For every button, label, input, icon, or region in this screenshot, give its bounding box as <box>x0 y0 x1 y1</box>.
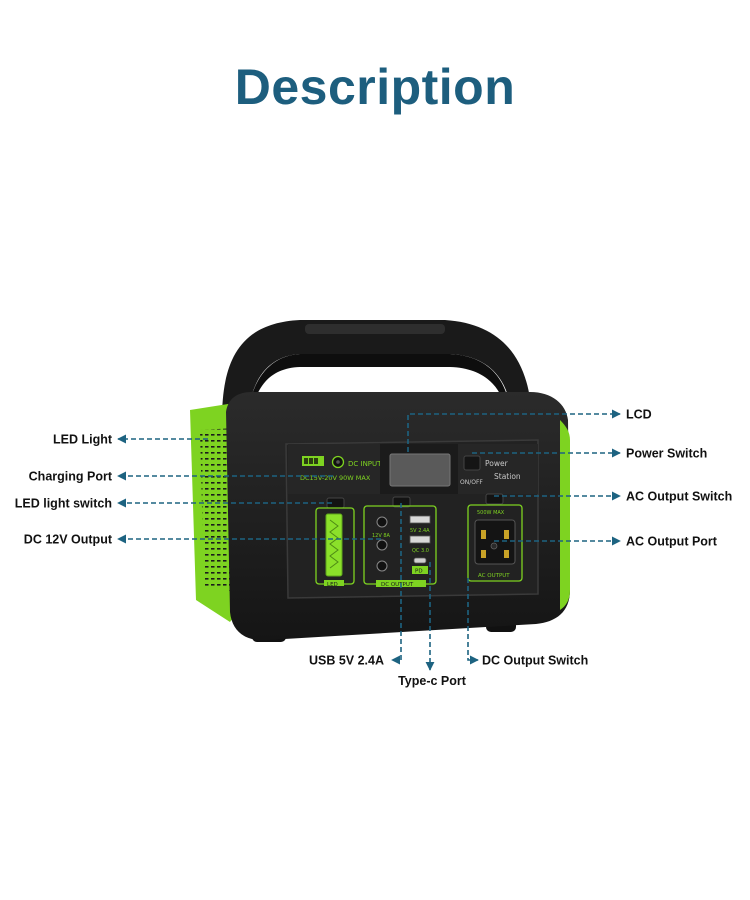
pd-label: PD <box>415 569 423 575</box>
handle-grip <box>305 324 445 334</box>
led-label: LED <box>327 582 338 588</box>
usb-label: 5V 2.4A <box>410 528 430 534</box>
page-title: Description <box>234 59 516 115</box>
power-label: Power <box>485 459 509 468</box>
callout-usb-5v: USB 5V 2.4A <box>309 654 384 668</box>
type-c-port[interactable] <box>413 557 427 564</box>
carry-handle <box>222 320 532 420</box>
ac-max-label: 500W MAX <box>477 510 505 516</box>
onoff-label: ON/OFF <box>460 479 483 486</box>
dc-12v-label: 12V 8A <box>372 533 391 539</box>
callout-lines <box>117 409 621 671</box>
qc-label: QC 3.0 <box>412 548 429 554</box>
station-label: Station <box>494 472 521 481</box>
callout-dc-12v-output: DC 12V Output <box>24 533 113 547</box>
leader-usb-5v <box>391 503 402 665</box>
usb-port-1[interactable] <box>409 515 431 524</box>
led-lamp <box>325 513 343 577</box>
leader-dc-output-switch <box>467 578 479 665</box>
dc-12v-port-3[interactable] <box>376 560 388 572</box>
ac-output-panel <box>467 504 523 582</box>
dc-12v-port-2[interactable] <box>376 539 388 551</box>
lcd-screen <box>389 453 451 487</box>
dc-input-spec: DC15V-20V 90W MAX <box>300 474 371 482</box>
callout-labels: LED Light Charging Port LED light switch… <box>15 408 732 689</box>
callout-type-c-port: Type-c Port <box>398 674 467 688</box>
power-switch-button[interactable] <box>463 455 481 471</box>
callout-lcd: LCD <box>626 408 652 422</box>
callout-dc-output-switch: DC Output Switch <box>482 654 588 668</box>
dc-output-label: DC OUTPUT <box>381 582 414 588</box>
dc-12v-port-1[interactable] <box>376 516 388 528</box>
usb-port-2[interactable] <box>409 535 431 544</box>
callout-charging-port: Charging Port <box>29 470 113 484</box>
right-side-panel <box>560 420 570 610</box>
callout-ac-output-port: AC Output Port <box>626 535 718 549</box>
leader-lcd <box>407 409 621 452</box>
callout-led-light-switch: LED light switch <box>15 497 112 511</box>
callout-ac-output-switch: AC Output Switch <box>626 490 732 504</box>
callout-led-light: LED Light <box>53 433 113 447</box>
ac-output-label: AC OUTPUT <box>478 573 510 579</box>
callout-power-switch: Power Switch <box>626 447 707 461</box>
power-station: DC INPUT DC15V-20V 90W MAX Power Station… <box>190 320 570 642</box>
dc-input-label: DC INPUT <box>348 460 382 468</box>
